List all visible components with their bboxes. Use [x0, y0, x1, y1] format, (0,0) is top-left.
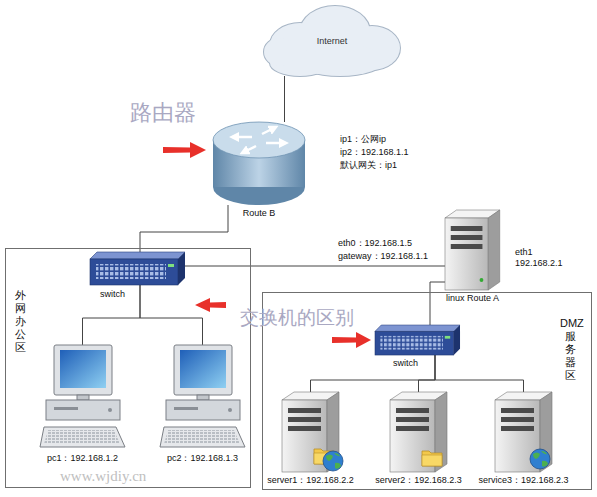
node-label: Internet	[317, 36, 348, 47]
node-label: linux Route A	[446, 293, 499, 304]
node-label: switch	[100, 289, 125, 300]
node-label: server2：192.168.2.3	[375, 475, 462, 486]
router-node: Route B	[213, 122, 305, 205]
pc-icon	[40, 345, 125, 447]
network-link	[140, 205, 228, 252]
network-link	[435, 355, 524, 392]
globe-icon	[323, 451, 343, 471]
node-label: pc2：192.168.1.3	[167, 453, 238, 464]
server-icon	[390, 392, 447, 472]
node-label: Route B	[243, 208, 276, 219]
zone-title: DMZ 服务器区	[560, 317, 581, 382]
red-arrow	[332, 332, 371, 348]
watermark-title: 路由器	[130, 100, 196, 126]
ip-label: ip2：192.168.1.1	[340, 147, 409, 158]
watermark-title: 交换机的区别	[240, 306, 354, 329]
internet-cloud	[264, 6, 400, 76]
pc-node: pc1：192.168.1.2	[40, 345, 125, 450]
network-link	[185, 266, 445, 267]
switch-node: switch	[375, 325, 460, 355]
node-label: switch	[393, 358, 418, 369]
zone-title: 外网办公区	[15, 289, 27, 354]
watermark: www.wjdiy.cn	[60, 468, 146, 485]
zone-box: 外网办公区 switch pc1：192.168.1.2 pc2：192.168.1.…	[5, 248, 251, 488]
globe-icon	[530, 449, 550, 469]
network-link	[311, 355, 436, 392]
server-node: service3：192.168.2.3	[495, 392, 552, 472]
folder-icon	[422, 451, 442, 466]
ip-label: ip1：公网ip	[340, 134, 386, 145]
ip-label: eth1 192.168.2.1	[515, 247, 575, 269]
server-icon	[445, 210, 500, 290]
cloud-node: Internet	[264, 6, 400, 76]
server-node: server2：192.168.2.3	[390, 392, 447, 472]
server-node: server1：192.168.2.2	[282, 392, 339, 472]
switch-icon	[90, 252, 185, 285]
node-label: pc1：192.168.1.2	[47, 453, 118, 464]
network-link	[83, 285, 141, 345]
gateway-label: 默认网关：ip1	[340, 160, 397, 171]
router-server-node: linux Route A	[445, 210, 500, 290]
pc-icon	[160, 345, 245, 447]
red-arrow	[195, 298, 226, 312]
network-link	[140, 285, 203, 345]
ip-label: eth0：192.168.1.5	[338, 238, 412, 249]
switch-node: switch	[90, 252, 185, 285]
red-arrow	[163, 142, 206, 158]
network-link	[430, 282, 445, 325]
switch-icon	[375, 325, 460, 355]
network-link	[419, 355, 436, 392]
router-icon	[213, 122, 305, 205]
pc-node: pc2：192.168.1.3	[160, 345, 245, 450]
node-label: server1：192.168.2.2	[267, 475, 354, 486]
gateway-label: gateway：192.168.1.1	[338, 251, 428, 262]
node-label: service3：192.168.2.3	[478, 475, 568, 486]
network-link	[284, 76, 285, 122]
server-icon	[495, 392, 552, 472]
